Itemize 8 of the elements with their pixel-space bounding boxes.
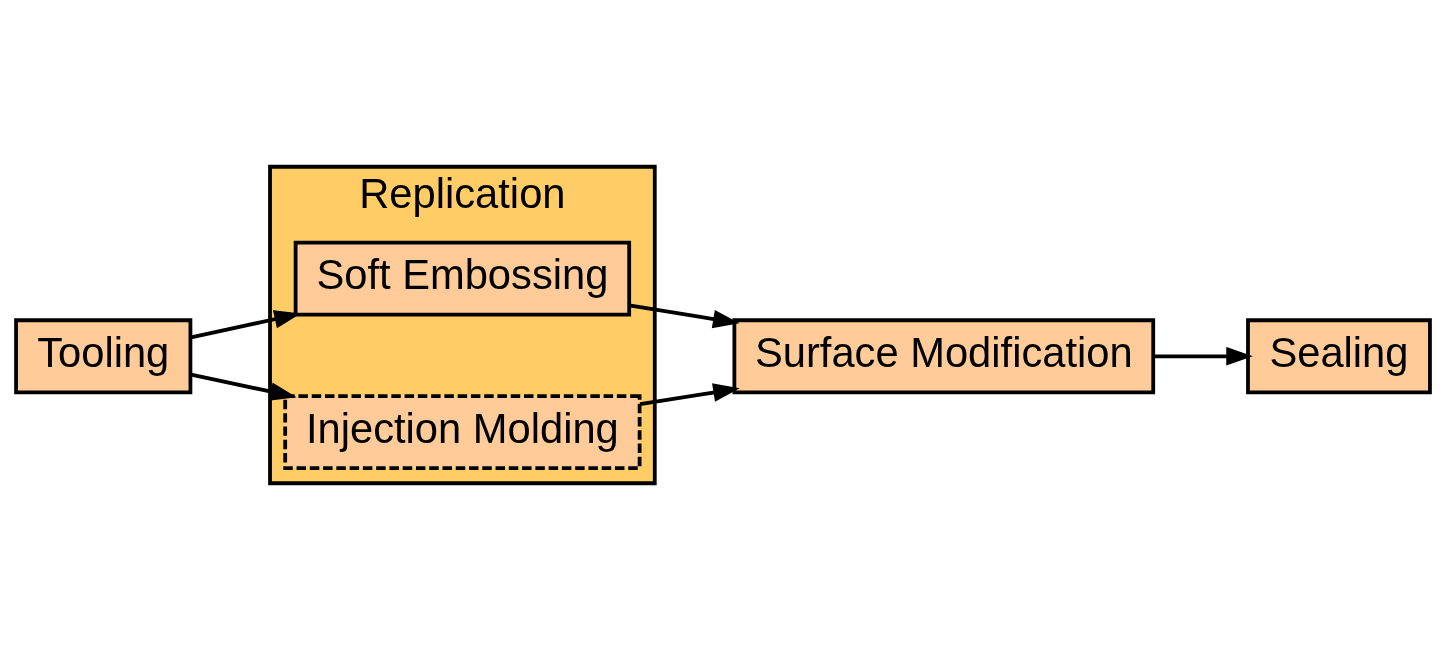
node-box: Injection Molding: [283, 393, 642, 470]
node-box: Sealing: [1246, 317, 1432, 394]
node-box: Soft Embossing: [293, 240, 632, 316]
arrow: [1153, 346, 1253, 366]
node-box: Tooling: [14, 317, 193, 394]
arrow: [639, 382, 740, 406]
node-box: Surface Modification: [732, 317, 1156, 394]
arrow: [190, 372, 297, 401]
